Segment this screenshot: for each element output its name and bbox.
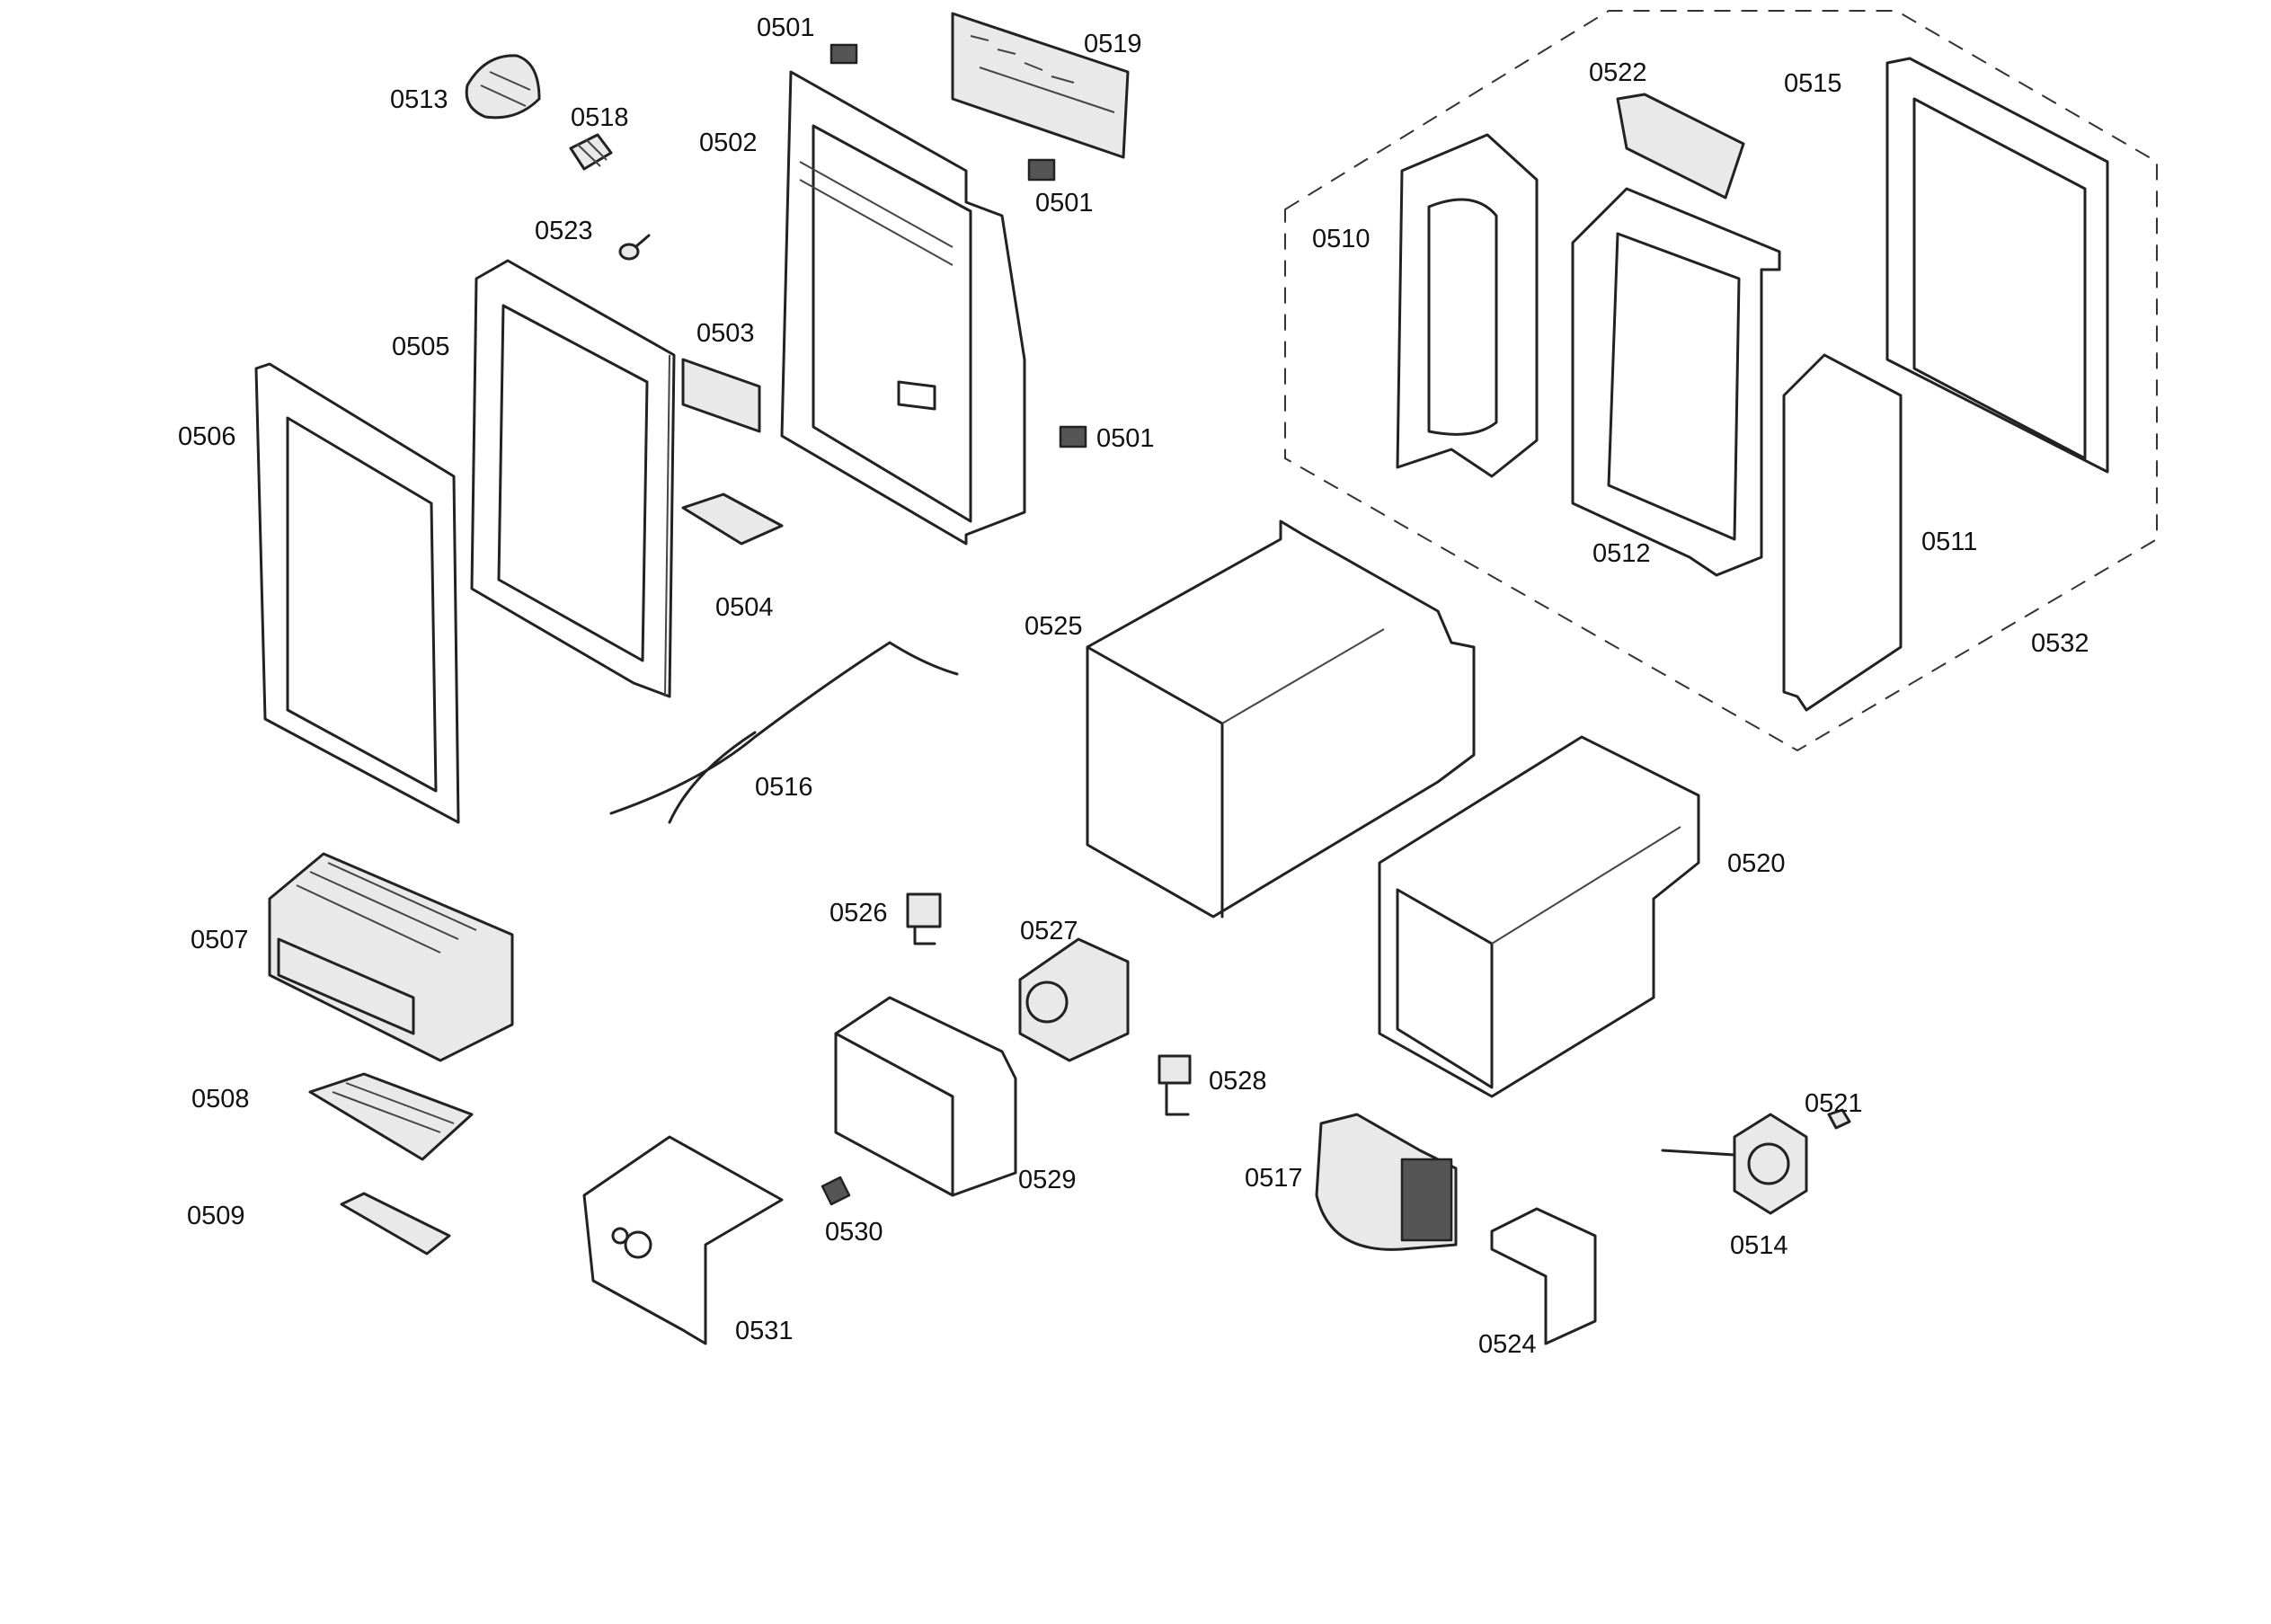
part-0523-bulb <box>618 234 651 261</box>
label-0508: 0508 <box>191 1085 250 1114</box>
part-0524-bracket <box>1490 1207 1597 1345</box>
label-0509: 0509 <box>187 1202 245 1230</box>
part-0508-tray <box>308 1072 474 1161</box>
part-0509-grid <box>340 1192 451 1256</box>
label-0519: 0519 <box>1084 30 1142 58</box>
part-0521-cap <box>1827 1108 1851 1130</box>
label-0501-middle: 0501 <box>1035 189 1094 217</box>
part-0502-dispenser-housing <box>780 70 1026 546</box>
label-0511: 0511 <box>1921 528 1977 556</box>
part-0515-door-frame <box>1885 57 2109 474</box>
label-0521: 0521 <box>1805 1089 1863 1118</box>
label-0510: 0510 <box>1312 225 1371 253</box>
label-0530: 0530 <box>825 1218 883 1247</box>
label-0514: 0514 <box>1730 1231 1788 1260</box>
part-0519-control-board <box>951 12 1130 159</box>
label-0532: 0532 <box>2031 629 2089 658</box>
part-0526-solenoid <box>906 892 942 945</box>
part-0520-ice-bucket <box>1378 735 1700 1098</box>
label-0512: 0512 <box>1592 539 1651 568</box>
part-0528-switch <box>1158 1054 1192 1116</box>
part-0529-motor-housing <box>834 996 1017 1197</box>
label-0525: 0525 <box>1025 612 1083 641</box>
part-0512-ice-chute <box>1571 187 1781 577</box>
part-0522-chute-lid <box>1616 93 1745 200</box>
label-0528: 0528 <box>1209 1067 1267 1096</box>
label-0516: 0516 <box>755 773 813 802</box>
part-0503-panel <box>681 358 761 433</box>
label-0513: 0513 <box>390 85 448 114</box>
part-0514-fan <box>1661 1113 1808 1215</box>
part-0504-plate <box>681 493 784 546</box>
label-0529: 0529 <box>1018 1166 1077 1194</box>
label-0507: 0507 <box>191 926 249 954</box>
assembly-0532-outline <box>1284 10 2158 752</box>
label-0527: 0527 <box>1020 917 1078 945</box>
part-0506-outer-frame <box>254 362 460 824</box>
part-0527-motor <box>1018 937 1130 1062</box>
part-0501-clip-middle <box>1027 158 1056 182</box>
label-0523: 0523 <box>535 217 593 245</box>
label-0524: 0524 <box>1478 1330 1537 1359</box>
label-0520: 0520 <box>1727 849 1786 878</box>
label-0502: 0502 <box>699 129 758 157</box>
part-0525-ice-housing <box>1086 519 1476 918</box>
part-0511-insulation-panel <box>1782 353 1903 712</box>
part-0510-duct <box>1396 133 1539 478</box>
part-0517-auger-motor <box>1315 1113 1458 1251</box>
label-0522: 0522 <box>1589 58 1647 87</box>
label-0505: 0505 <box>392 333 450 361</box>
part-0530-cam <box>821 1176 851 1206</box>
part-0505-inner-frame <box>470 259 676 698</box>
part-0516-wire <box>609 641 959 824</box>
label-0504: 0504 <box>715 593 774 622</box>
part-0501-clip-right <box>1059 425 1087 448</box>
part-0518-lamp-socket <box>569 133 613 171</box>
label-0506: 0506 <box>178 422 236 451</box>
label-0503: 0503 <box>696 319 755 348</box>
part-0501-clip-top <box>829 43 858 65</box>
part-0507-bezel <box>268 852 514 1062</box>
label-0531: 0531 <box>735 1317 794 1345</box>
label-0518: 0518 <box>571 103 629 132</box>
label-0501-top: 0501 <box>757 13 815 42</box>
label-0517: 0517 <box>1245 1164 1303 1193</box>
label-0526: 0526 <box>829 899 888 927</box>
part-0531-cover <box>582 1135 784 1345</box>
label-0501-right: 0501 <box>1096 424 1155 453</box>
label-0515: 0515 <box>1784 69 1842 98</box>
part-0513-lamp-cover <box>465 54 541 120</box>
